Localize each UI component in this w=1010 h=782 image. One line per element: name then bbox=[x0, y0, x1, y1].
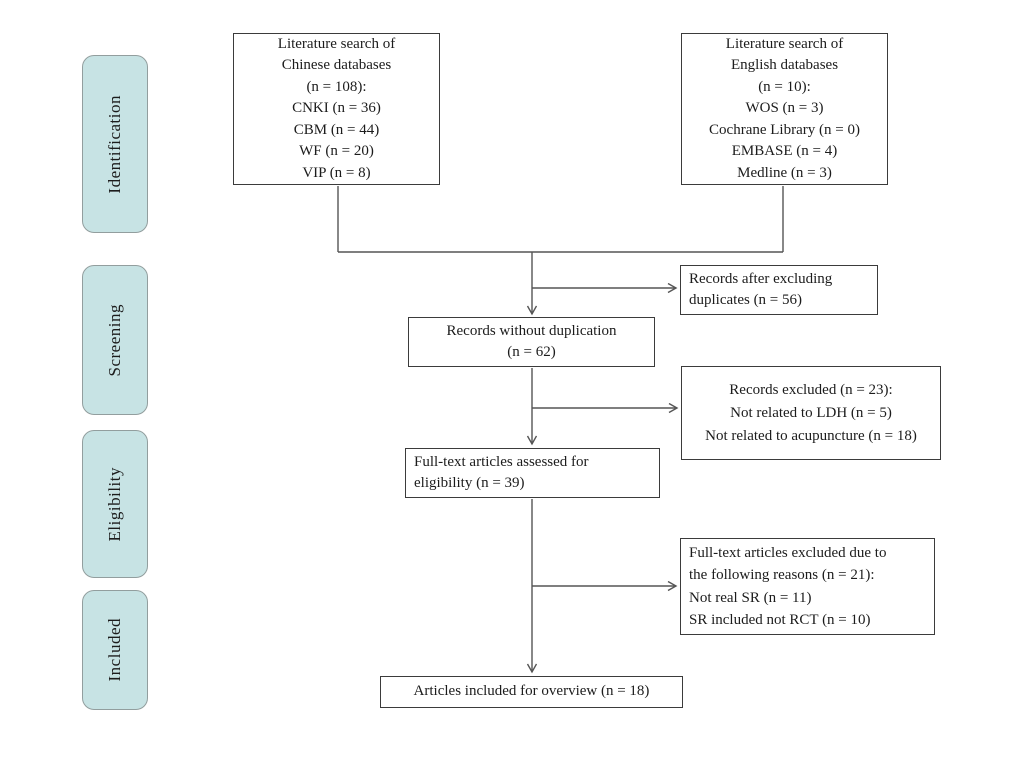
box-records-excluded: Records excluded (n = 23): Not related t… bbox=[681, 366, 941, 460]
articles-included-for-overview-text: Articles included for overview (n = 18) bbox=[413, 683, 650, 700]
stage-identification: Identification bbox=[82, 55, 148, 233]
stage-included: Included bbox=[82, 590, 148, 710]
stage-eligibility: Eligibility bbox=[82, 430, 148, 578]
stage-eligibility-label: Eligibility bbox=[105, 466, 124, 542]
chinese-database-search-text: Literature search of Chinese databases (… bbox=[277, 35, 396, 181]
box-chinese-database-search: Literature search of Chinese databases (… bbox=[233, 33, 440, 185]
box-articles-included-for-overview: Articles included for overview (n = 18) bbox=[380, 676, 683, 708]
records-excluded-text: Records excluded (n = 23): Not related t… bbox=[705, 381, 917, 444]
box-english-database-search: Literature search of English databases (… bbox=[681, 33, 888, 185]
english-database-search-text: Literature search of English databases (… bbox=[709, 35, 860, 181]
stage-identification-label: Identification bbox=[105, 94, 124, 194]
box-fulltext-articles-excluded: Full-text articles excluded due to the f… bbox=[680, 538, 935, 635]
box-fulltext-articles-assessed: Full-text articles assessed for eligibil… bbox=[405, 448, 660, 498]
fulltext-articles-assessed-text: Full-text articles assessed for eligibil… bbox=[414, 453, 589, 492]
records-after-excluding-duplicates-text: Records after excluding duplicates (n = … bbox=[689, 270, 833, 309]
stage-screening: Screening bbox=[82, 265, 148, 415]
stage-screening-label: Screening bbox=[105, 303, 124, 377]
box-records-after-excluding-duplicates: Records after excluding duplicates (n = … bbox=[680, 265, 878, 315]
box-records-without-duplication: Records without duplication (n = 62) bbox=[408, 317, 655, 367]
records-without-duplication-text: Records without duplication (n = 62) bbox=[446, 322, 617, 361]
stage-included-label: Included bbox=[105, 618, 124, 682]
fulltext-articles-excluded-text: Full-text articles excluded due to the f… bbox=[689, 544, 887, 629]
